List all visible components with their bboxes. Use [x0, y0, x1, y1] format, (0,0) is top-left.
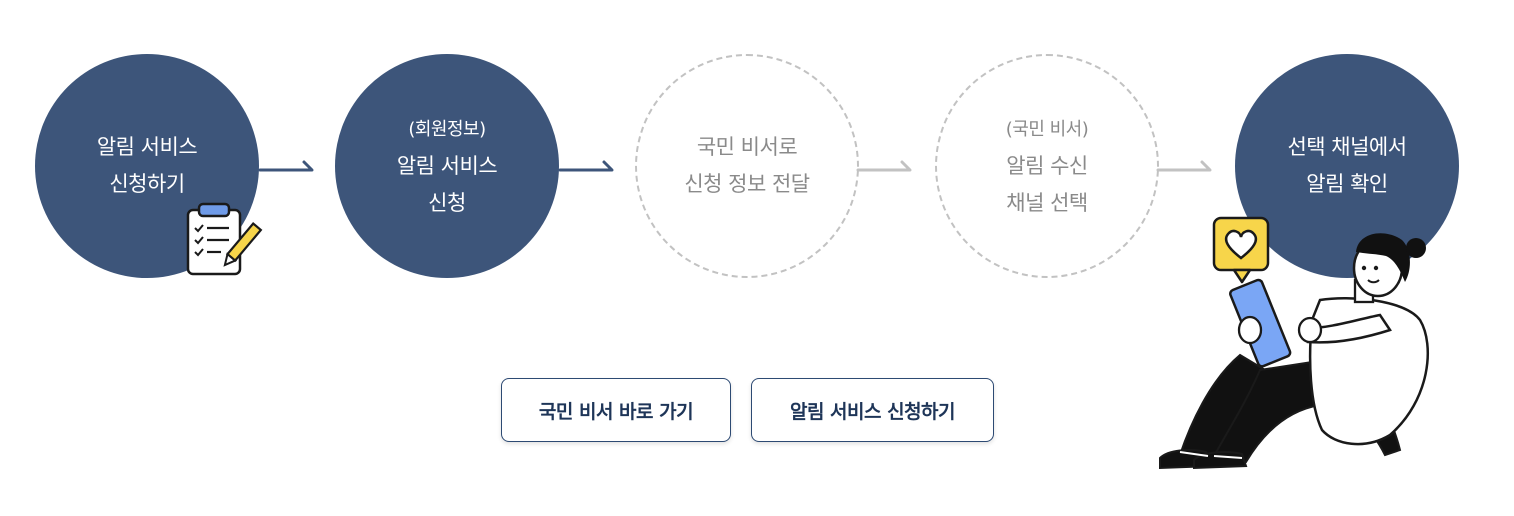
step-3-circle: 국민 비서로 신청 정보 전달: [635, 54, 859, 278]
step-2-line-2: 알림 서비스: [396, 153, 498, 178]
step-2-line-3: 신청: [428, 190, 466, 215]
step-5-line-2: 알림 확인: [1306, 172, 1388, 196]
step-4-line-1: (국민 비서): [1005, 118, 1089, 140]
step-4-circle: (국민 비서) 알림 수신 채널 선택: [935, 54, 1159, 278]
clipboard-checklist-pencil-icon: [186, 202, 263, 276]
arrow-right-icon: [856, 160, 912, 172]
step-3-line-2: 신청 정보 전달: [684, 172, 810, 196]
arrow-right-icon: [558, 160, 614, 172]
step-1-line-2: 신청하기: [109, 172, 185, 196]
go-to-national-assistant-button[interactable]: 국민 비서 바로 가기: [501, 378, 731, 442]
step-1-circle: 알림 서비스 신청하기: [35, 54, 259, 278]
step-3-line-1: 국민 비서로: [696, 135, 798, 159]
arrow-right-icon: [258, 160, 314, 172]
step-4-line-3: 채널 선택: [1006, 190, 1088, 215]
woman-reading-tablet-heart-icon: [1159, 216, 1430, 470]
step-5-line-1: 선택 채널에서: [1287, 135, 1407, 159]
step-1-line-1: 알림 서비스: [96, 135, 198, 159]
step-4-line-2: 알림 수신: [1006, 153, 1088, 178]
step-2-line-1: (회원정보): [408, 118, 486, 140]
step-2-circle: (회원정보) 알림 서비스 신청: [335, 54, 559, 278]
arrow-right-icon: [1156, 160, 1212, 172]
apply-notification-service-button[interactable]: 알림 서비스 신청하기: [751, 378, 994, 442]
